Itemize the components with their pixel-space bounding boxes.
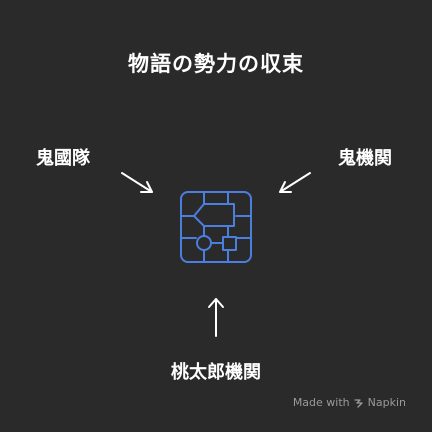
arrow-bottom-to-center [208, 298, 224, 337]
footer-attribution: Made with Napkin [293, 396, 406, 409]
diagram-title: 物語の勢力の収束 [128, 52, 304, 76]
footer-made-with: Made with [292, 396, 350, 409]
arrow-left-to-center [121, 172, 153, 193]
force-label-right: 鬼機関 [338, 148, 392, 169]
arrow-right-to-center [279, 172, 311, 193]
force-label-bottom: 桃太郎機関 [171, 362, 261, 383]
footer-brand: Napkin [367, 396, 406, 409]
force-label-left: 鬼國隊 [36, 148, 90, 169]
circuit-chip-icon [180, 191, 252, 263]
napkin-logo-icon [353, 398, 363, 408]
